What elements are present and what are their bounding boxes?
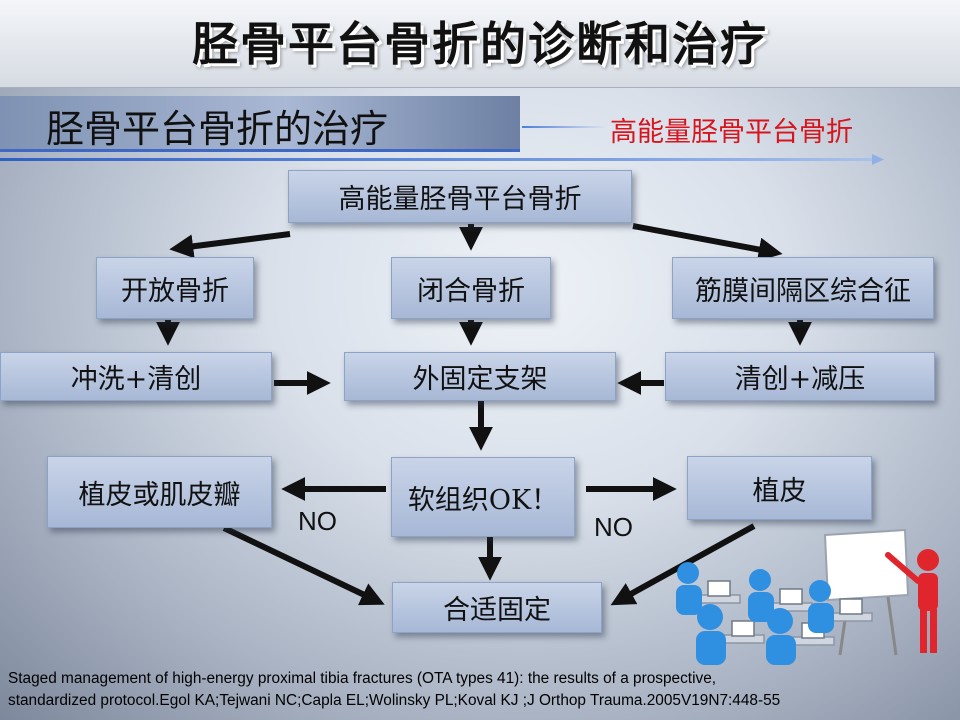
arrow-flap-fixation <box>222 525 385 606</box>
node-debridement-decompression: 清创+减压 <box>665 352 935 401</box>
section-underline-arrow <box>0 154 884 165</box>
node-skin-flap: 植皮或肌皮瓣 <box>47 456 272 528</box>
subtitle-connector <box>522 126 612 128</box>
classroom-people-icon <box>676 528 939 665</box>
highlight-label: 高能量胫骨平台骨折 <box>610 117 853 148</box>
no-label-left: NO <box>298 506 337 536</box>
node-soft-tissue-ok: 软组织OK！ <box>391 457 575 537</box>
arrow-root-compartment <box>632 223 783 262</box>
node-open-fracture: 开放骨折 <box>96 257 254 319</box>
citation: Staged management of high-energy proxima… <box>8 668 956 712</box>
node-external-fixator: 外固定支架 <box>344 352 616 401</box>
node-high-energy-fracture: 高能量胫骨平台骨折 <box>288 170 632 223</box>
no-label-right: NO <box>594 512 633 542</box>
page-title: 胫骨平台骨折的诊断和治疗 <box>192 17 768 71</box>
node-skin-graft: 植皮 <box>687 456 872 520</box>
whiteboard-icon <box>823 528 910 656</box>
node-proper-fixation: 合适固定 <box>392 582 602 633</box>
subtitle-banner <box>0 96 520 152</box>
node-compartment-syndrome: 筋膜间隔区综合征 <box>672 257 934 319</box>
node-irrigation-debridement: 冲洗+清创 <box>0 352 272 401</box>
citation-line-2: standardized protocol.Egol KA;Tejwani NC… <box>8 692 781 709</box>
citation-line-1: Staged management of high-energy proxima… <box>8 670 717 687</box>
presenter-icon <box>885 549 939 653</box>
section-title: 胫骨平台骨折的治疗 <box>46 107 389 151</box>
irrigation-label: 冲洗+清创 <box>70 364 202 395</box>
node-closed-fracture: 闭合骨折 <box>391 257 551 319</box>
title-bar <box>0 0 960 88</box>
arrow-root-open <box>169 231 291 259</box>
